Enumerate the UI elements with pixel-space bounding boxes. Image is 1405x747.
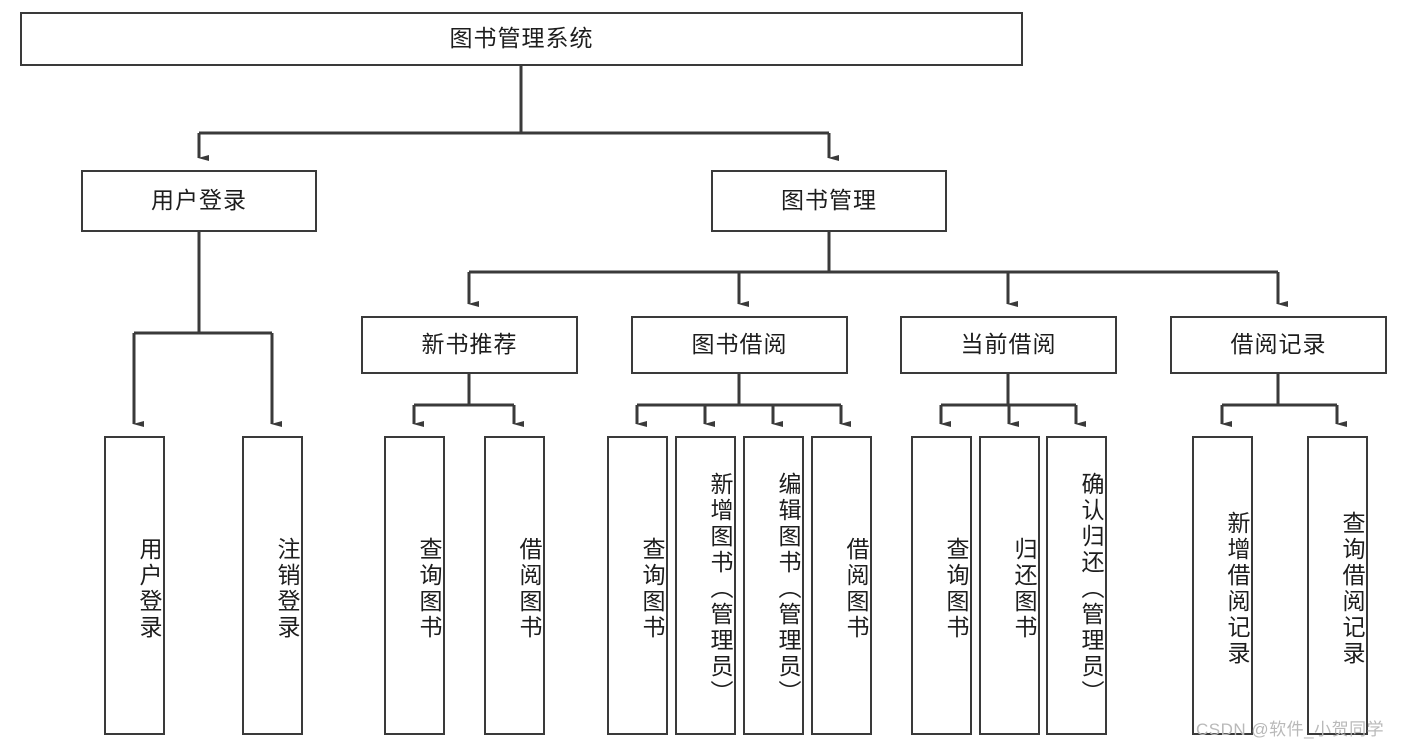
node-leaf-borrow-book-2[interactable]: 借阅图书 xyxy=(811,436,872,735)
node-book-borrow-label: 图书借阅 xyxy=(691,331,788,358)
node-leaf-query-book-3[interactable]: 查询图书 xyxy=(911,436,972,735)
node-new-book-rec[interactable]: 新书推荐 xyxy=(361,316,578,374)
node-user-login[interactable]: 用户登录 xyxy=(81,170,317,232)
node-current-borrow-label: 当前借阅 xyxy=(960,331,1057,358)
node-leaf-query-book-1[interactable]: 查询图书 xyxy=(384,436,445,735)
node-borrow-record[interactable]: 借阅记录 xyxy=(1170,316,1387,374)
node-leaf-user-login[interactable]: 用户登录 xyxy=(104,436,165,735)
node-leaf-borrow-book-1-label: 借阅图书 xyxy=(516,536,542,641)
node-leaf-query-book-2-label: 查询图书 xyxy=(639,536,665,641)
node-book-manage-label: 图书管理 xyxy=(781,187,877,214)
node-leaf-query-record-label: 查询借阅记录 xyxy=(1339,510,1365,667)
node-leaf-return-book[interactable]: 归还图书 xyxy=(979,436,1040,735)
node-root-label: 图书管理系统 xyxy=(449,25,594,52)
node-book-borrow[interactable]: 图书借阅 xyxy=(631,316,848,374)
node-leaf-query-book-1-label: 查询图书 xyxy=(416,536,442,641)
node-borrow-record-label: 借阅记录 xyxy=(1230,331,1327,358)
node-leaf-add-record-label: 新增借阅记录 xyxy=(1224,510,1250,667)
node-leaf-user-login-label: 用户登录 xyxy=(136,536,162,641)
node-leaf-confirm-return-label: 确认归还（管理员） xyxy=(1078,471,1104,706)
node-leaf-borrow-book-1[interactable]: 借阅图书 xyxy=(484,436,545,735)
node-leaf-add-record[interactable]: 新增借阅记录 xyxy=(1192,436,1253,735)
node-root[interactable]: 图书管理系统 xyxy=(20,12,1023,66)
csdn-watermark: CSDN @软件_小贺同学 xyxy=(1196,720,1385,739)
node-new-book-rec-label: 新书推荐 xyxy=(421,331,518,358)
node-leaf-user-logout[interactable]: 注销登录 xyxy=(242,436,303,735)
node-user-login-label: 用户登录 xyxy=(151,187,247,214)
node-leaf-add-book[interactable]: 新增图书（管理员） xyxy=(675,436,736,735)
node-leaf-add-book-label: 新增图书（管理员） xyxy=(707,471,733,706)
node-leaf-user-logout-label: 注销登录 xyxy=(274,536,300,641)
node-current-borrow[interactable]: 当前借阅 xyxy=(900,316,1117,374)
node-leaf-borrow-book-2-label: 借阅图书 xyxy=(843,536,869,641)
node-leaf-return-book-label: 归还图书 xyxy=(1011,536,1037,641)
node-leaf-query-record[interactable]: 查询借阅记录 xyxy=(1307,436,1368,735)
node-leaf-query-book-2[interactable]: 查询图书 xyxy=(607,436,668,735)
node-leaf-edit-book-label: 编辑图书（管理员） xyxy=(775,471,801,706)
node-leaf-edit-book[interactable]: 编辑图书（管理员） xyxy=(743,436,804,735)
node-leaf-confirm-return[interactable]: 确认归还（管理员） xyxy=(1046,436,1107,735)
node-leaf-query-book-3-label: 查询图书 xyxy=(943,536,969,641)
node-book-manage[interactable]: 图书管理 xyxy=(711,170,947,232)
